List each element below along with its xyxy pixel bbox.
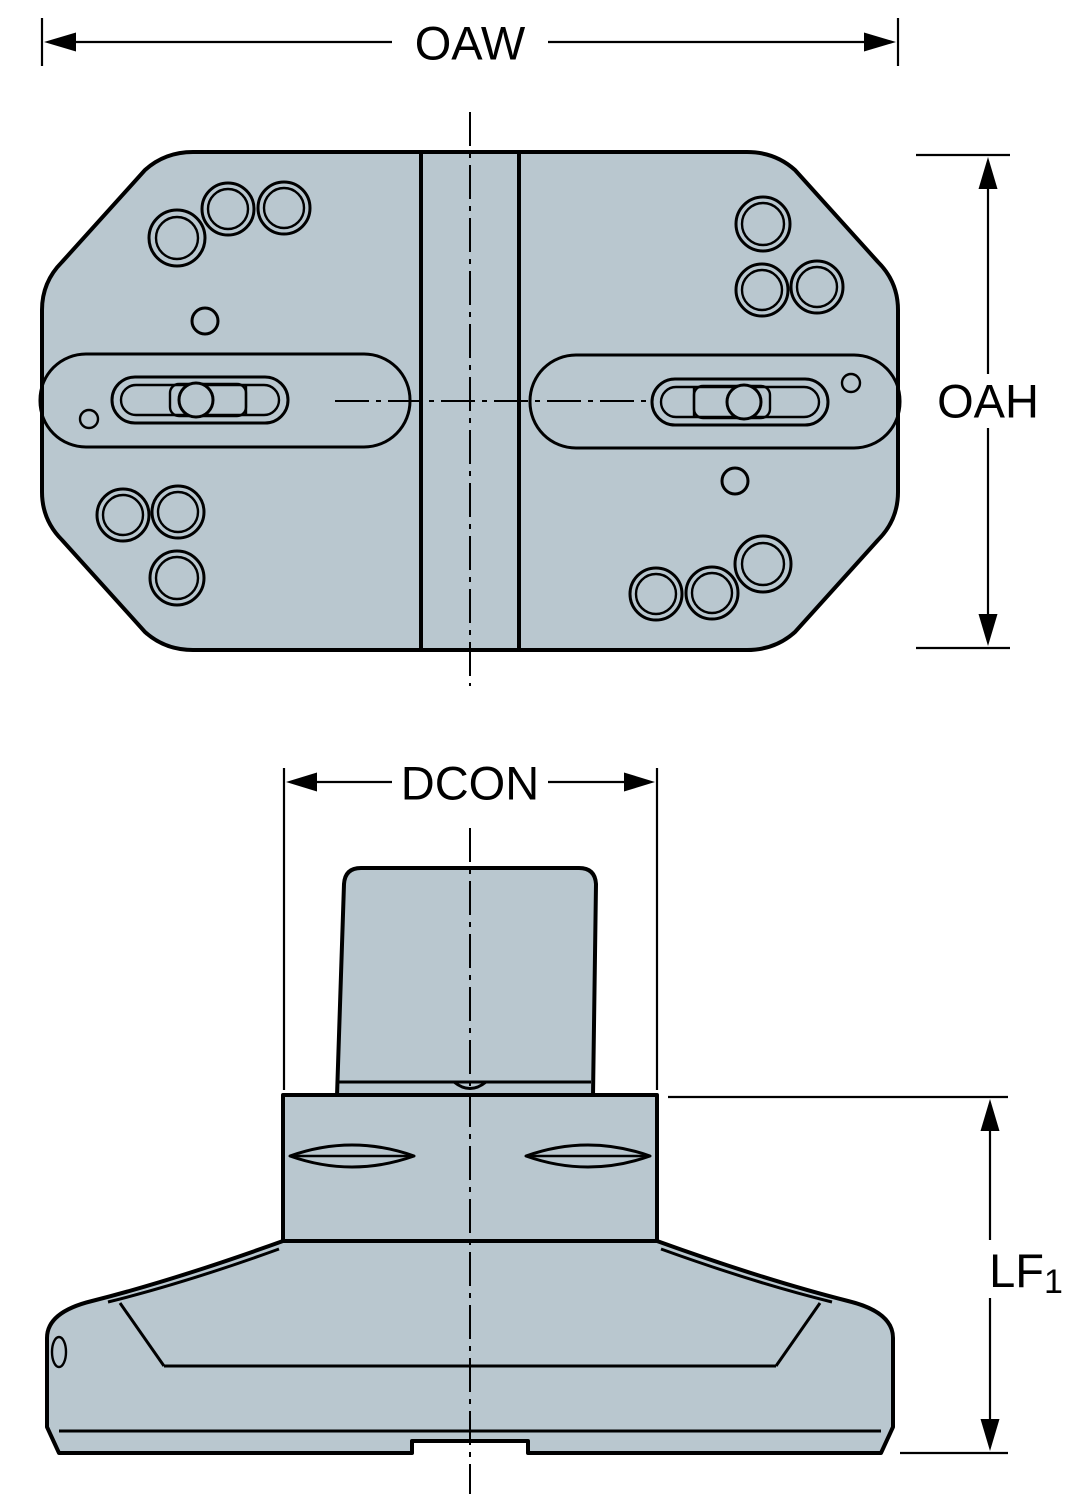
arrowhead-right xyxy=(624,772,655,792)
mounting-hole-outer xyxy=(147,208,207,268)
mounting-hole-inner xyxy=(154,215,200,261)
pin-hole xyxy=(190,306,220,336)
dimension-lf1: LF1 xyxy=(668,1095,1063,1455)
flange-cone-edge-right xyxy=(774,1302,822,1367)
dimension-oaw: OAW xyxy=(40,17,900,70)
arrowhead-down xyxy=(978,614,998,646)
mounting-hole-outer xyxy=(256,180,312,236)
flange-inner-slope-right xyxy=(660,1247,833,1304)
slot-opening xyxy=(110,375,290,425)
top-view xyxy=(38,112,902,686)
mounting-hole-inner xyxy=(154,555,200,601)
dimension-label-oah: OAH xyxy=(937,375,1039,428)
arrowhead-left xyxy=(286,772,317,792)
mounting-hole-outer xyxy=(148,549,206,607)
clamp-screw-head xyxy=(177,381,215,419)
dimension-label-oaw: OAW xyxy=(415,17,526,70)
mounting-hole-outer xyxy=(200,181,256,237)
mounting-hole-inner xyxy=(156,490,200,534)
dimension-label-lf1: LF1 xyxy=(989,1244,1063,1302)
front-view xyxy=(45,828,895,1494)
dimension-label-dcon: DCON xyxy=(401,757,539,810)
set-screw-left xyxy=(288,1143,416,1169)
mounting-hole-cluster-upper xyxy=(147,180,312,336)
set-screw-lens xyxy=(288,1143,416,1169)
flange-inner-slope-left xyxy=(107,1247,280,1304)
arrowhead-right xyxy=(864,32,896,52)
arrowhead-up xyxy=(978,157,998,189)
dimension-dcon: DCON xyxy=(282,757,659,1090)
mounting-hole-outer xyxy=(150,484,206,540)
mounting-hole-outer xyxy=(95,487,151,543)
arrowhead-down xyxy=(980,1419,1000,1451)
arrowhead-up xyxy=(980,1099,1000,1131)
arrowhead-left xyxy=(44,32,76,52)
mounting-hole-cluster-lower xyxy=(78,408,206,607)
dimension-oah: OAH xyxy=(916,153,1039,650)
shank xyxy=(335,866,598,1098)
mounting-hole-inner xyxy=(262,186,306,230)
set-screw-right xyxy=(524,1143,652,1169)
flange-cone-edge-left xyxy=(118,1302,166,1367)
flange-rim-pocket xyxy=(50,1335,68,1369)
shank-center-screw xyxy=(453,1080,487,1090)
mounting-hole-inner xyxy=(101,493,145,537)
set-screw-lens xyxy=(524,1143,652,1169)
mounting-hole-inner xyxy=(206,187,250,231)
pin-hole-small xyxy=(78,408,100,430)
